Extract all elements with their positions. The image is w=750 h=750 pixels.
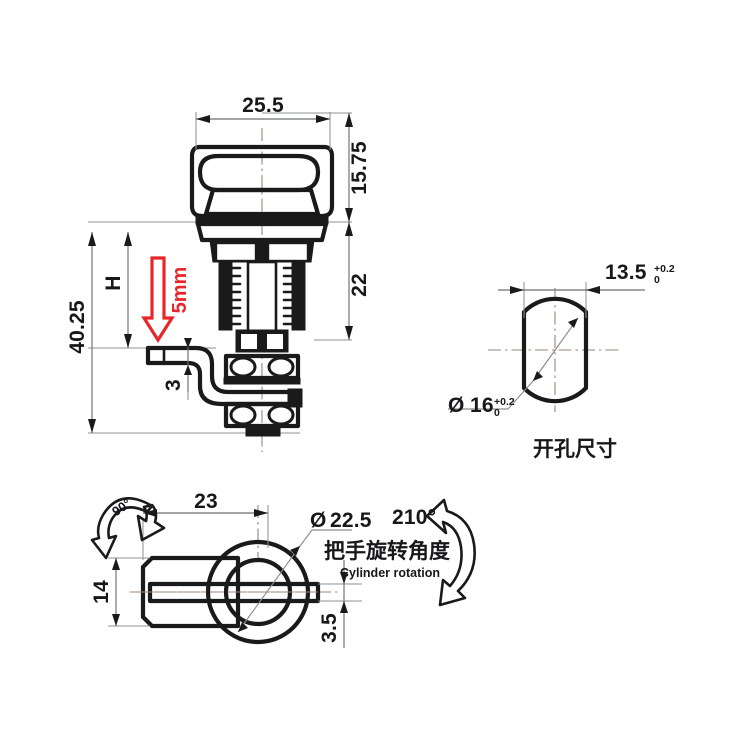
nut-facet-lr xyxy=(267,404,295,426)
dim-label-cam-thickness: 3 xyxy=(162,379,185,391)
dim-label-body-diameter: 22.5 xyxy=(330,509,372,532)
washer-upper xyxy=(223,377,301,385)
handle-inner-oval xyxy=(197,153,321,193)
cylinder-plug xyxy=(246,260,278,336)
dim-label-flat-width-tol-lower: 0 xyxy=(654,274,660,286)
arrow-3-top xyxy=(184,338,192,348)
travel-label: 5mm xyxy=(169,267,191,314)
dim-label-cam-length: 23 xyxy=(194,490,218,513)
dim-label-width: 25.5 xyxy=(242,94,284,117)
arrow-25p5-left xyxy=(196,115,210,123)
rotation-arrow-right-sweep xyxy=(425,498,476,607)
front-view-group xyxy=(88,112,353,452)
arrow-H-bottom xyxy=(124,334,132,348)
thread-shank-right xyxy=(292,262,305,330)
cam-arm-plan xyxy=(140,555,241,629)
dim-label-flat-width-tol-upper: +0.2 xyxy=(654,263,675,275)
dim-label-hole-diameter: 16 xyxy=(470,394,494,417)
dia22p5-leader xyxy=(237,545,301,633)
arrow-3p5-bottom xyxy=(340,601,348,613)
flange-skirt xyxy=(195,221,329,243)
diameter-arrow-upper xyxy=(568,318,578,328)
dim-label-flat-width: 13.5 xyxy=(605,261,647,284)
arrow-H-top xyxy=(124,232,132,246)
arrow-23-right xyxy=(254,509,268,517)
arrow-25p5-right xyxy=(316,115,330,123)
arrow-3-bottom xyxy=(184,365,192,375)
arrow-15p75-top xyxy=(345,113,353,127)
dim-label-grip-height: H xyxy=(102,275,125,290)
diameter-arrow-lower xyxy=(533,371,543,381)
rotation-arrow-left-sweep xyxy=(90,497,154,560)
dia22p5-arrow-bottom xyxy=(238,622,248,632)
arrow-23-left xyxy=(143,509,157,517)
end-cap xyxy=(245,425,281,437)
travel-arrow-red xyxy=(141,256,175,343)
arrow-40p25-bottom xyxy=(88,419,96,433)
stem-facet-right xyxy=(265,332,285,351)
hex-nut-lower xyxy=(223,401,301,429)
dim-label-barrel-height: 22 xyxy=(348,273,371,297)
dim-label-hole-diameter-tol-upper: +0.2 xyxy=(494,396,515,408)
collar-facet-right xyxy=(266,241,310,263)
arrow-13p5-right xyxy=(586,286,600,294)
arrow-13p5-left xyxy=(510,286,524,294)
hole-view-group xyxy=(448,282,645,412)
dim-label-hole-diameter-tol-lower: 0 xyxy=(494,407,500,419)
nut-facet-ll xyxy=(229,404,257,426)
arrow-3p5-top xyxy=(340,572,348,584)
thread-shank-left xyxy=(219,262,232,330)
diameter-leader-line xyxy=(532,317,579,382)
dim-label-head-height: 15.75 xyxy=(348,141,371,195)
cam-arm-upper-edge xyxy=(145,345,295,395)
dia22p5-arrow-top xyxy=(290,546,300,556)
cutout-outline xyxy=(521,296,589,404)
dim-label-cam-bar-thickness: 3.5 xyxy=(318,613,341,643)
dim-label-cam-width: 14 xyxy=(90,580,113,604)
cam-arm-lower-edge xyxy=(145,360,295,407)
dia22p5-leader-tail xyxy=(299,529,313,547)
arrow-15p75-bottom xyxy=(345,208,353,222)
collar-facet-left xyxy=(214,241,258,263)
stem-facet-left xyxy=(239,332,259,351)
arrow-14-bottom xyxy=(112,614,120,626)
arrow-40p25-top xyxy=(88,232,96,246)
arrow-22-top xyxy=(345,222,353,236)
nut-facet-ul xyxy=(229,356,257,378)
cylinder-rotation-label-cn: 把手旋转角度 xyxy=(324,539,450,563)
hole-view-caption: 开孔尺寸 xyxy=(533,437,617,461)
rotation-angle-right-label: 210° xyxy=(392,506,436,529)
arrow-22-bottom xyxy=(345,326,353,340)
diameter-symbol-body: Ø xyxy=(310,509,327,532)
dim-label-total-height: 40.25 xyxy=(66,300,89,354)
diameter-symbol-hole: Ø xyxy=(448,394,465,417)
nut-facet-ur xyxy=(267,356,295,378)
diameter-leader-tail xyxy=(507,380,534,410)
cylinder-rotation-label-en: Cylinder rotation xyxy=(340,566,440,580)
dimension-text-group: 25.5 15.75 22 40.25 H 3 5mm 13.5 +0.2 0 … xyxy=(66,94,675,643)
bottom-view-group xyxy=(90,497,476,648)
handle-outer-body xyxy=(189,144,335,219)
arrow-14-top xyxy=(112,558,120,570)
thread-serrations xyxy=(230,266,294,326)
